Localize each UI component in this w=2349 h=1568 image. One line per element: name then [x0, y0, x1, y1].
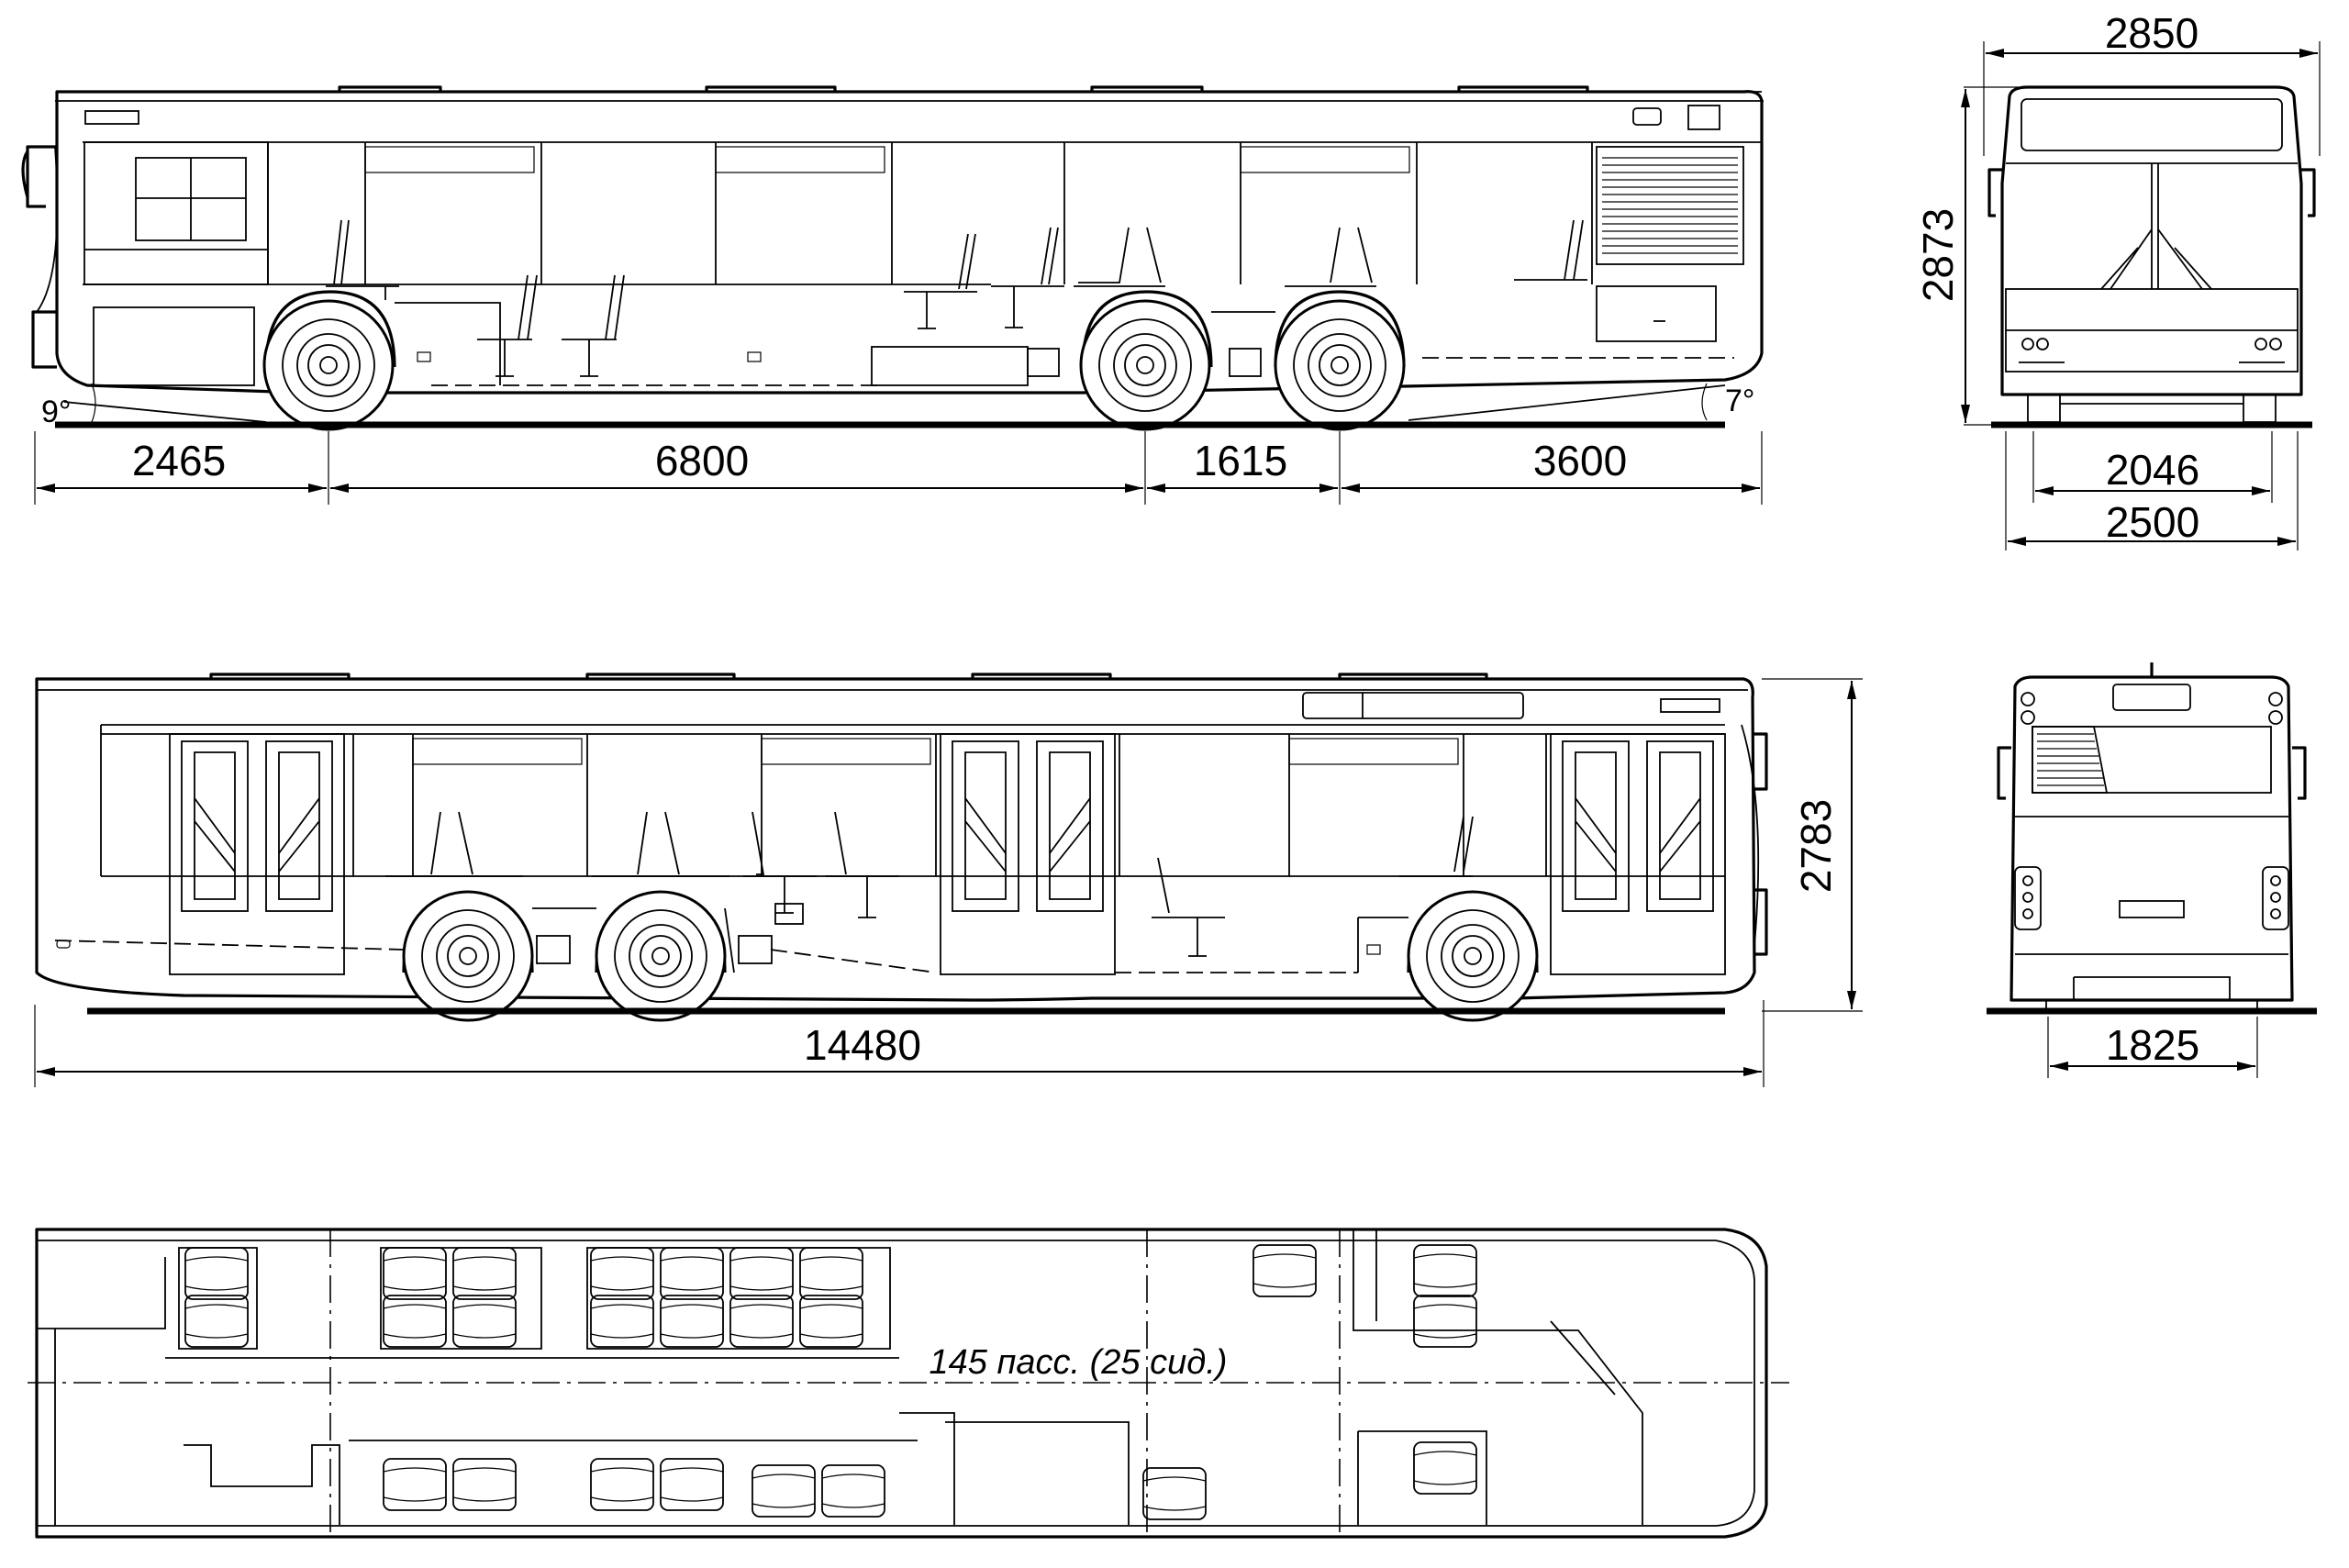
dim-front-overhang: 2465: [132, 437, 226, 484]
dim-front-track: 2046: [2106, 446, 2199, 494]
side-view-kerb: 2783 14480: [34, 673, 1863, 1087]
rear-view: 1825: [1987, 662, 2317, 1078]
dim-overall-length: 14480: [804, 1021, 921, 1069]
dim-front-height: 2873: [1914, 208, 1962, 302]
capacity-caption: 145 пасс. (25 сид.): [930, 1343, 1228, 1382]
side-view-doors: 2465 6800 1615 3600 9° 7°: [21, 85, 1764, 505]
dim-wheelbase: 6800: [655, 437, 749, 484]
dim-mirror-width: 2850: [2105, 9, 2199, 57]
plan-view: 145 пасс. (25 сид.): [28, 1228, 1789, 1539]
dim-rear-overhang: 3600: [1533, 437, 1627, 484]
angle-front: 9°: [41, 395, 72, 429]
dim-kerb-side-height: 2783: [1792, 799, 1840, 893]
angle-rear: 7°: [1725, 384, 1755, 418]
front-view: 2850 2873 2046 2500: [1914, 9, 2321, 550]
dim-rear-track: 1825: [2106, 1021, 2199, 1069]
dim-axle-spacing: 1615: [1194, 437, 1287, 484]
dim-front-width: 2500: [2106, 498, 2199, 546]
